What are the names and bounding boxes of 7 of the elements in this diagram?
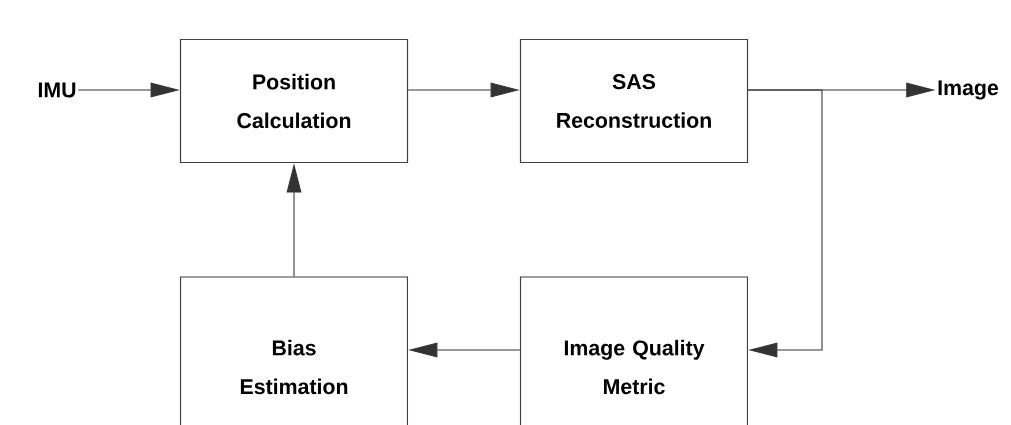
arrow — [747, 89, 823, 358]
text-label: IMU — [38, 82, 76, 98]
text-label: Image — [938, 80, 999, 100]
process-box: Bias Estimation — [179, 276, 409, 425]
process-box: SAS Reconstruction — [519, 38, 749, 164]
process-box: Image Quality Metric — [519, 276, 749, 425]
process-box: Position Calculation — [179, 38, 409, 164]
